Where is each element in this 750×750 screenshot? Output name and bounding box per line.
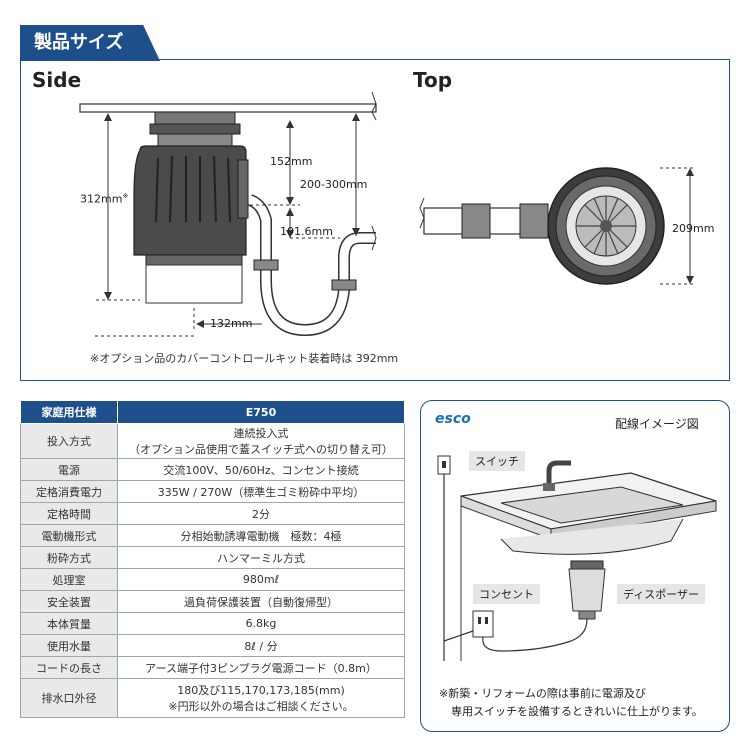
spec-value-line1: 連続投入式 xyxy=(233,427,289,440)
spec-value-line2: （オプション品使用で蓋スイッチ式への切り替え可） xyxy=(129,443,393,456)
spec-value-line1: 180及び115,170,173,185(mm) xyxy=(177,684,345,697)
wiring-illustration xyxy=(437,455,717,661)
section-title: 製品サイズ xyxy=(20,25,160,61)
table-row: 安全装置過負荷保護装置（自動復帰型） xyxy=(20,590,405,613)
spec-key: 安全装置 xyxy=(20,590,118,613)
pipe-nut-2 xyxy=(331,279,357,291)
spec-header-value: E750 xyxy=(117,400,405,424)
spec-value: 連続投入式 （オプション品使用で蓋スイッチ式への切り替え可） xyxy=(117,423,405,459)
spec-key: 定格消費電力 xyxy=(20,480,118,503)
faucet-icon xyxy=(546,460,571,483)
dim-height-value: 312mm xyxy=(80,192,123,206)
spec-key: 使用水量 xyxy=(20,634,118,657)
mount-ring xyxy=(149,123,241,135)
spec-value-line2: ※円形以外の場合はご相談ください。 xyxy=(168,700,354,713)
disposer-label: ディスポーザー xyxy=(617,584,706,604)
top-view-drawing xyxy=(419,167,665,285)
spec-value: アース端子付3ピンプラグ電源コード（0.8m） xyxy=(117,656,405,679)
table-row: 排水口外径 180及び115,170,173,185(mm) ※円形以外の場合はご… xyxy=(20,678,405,718)
dim-200-300: 200-300mm xyxy=(300,178,368,191)
disposer-top xyxy=(570,560,604,570)
spec-value: 980mℓ xyxy=(117,568,405,591)
table-row: 電動機形式分相始動誘導電動機 極数：4極 xyxy=(20,524,405,547)
mount-flange xyxy=(154,111,236,125)
wiring-note-line2: 専用スイッチを設備するときれいに仕上がります。 xyxy=(451,705,703,718)
spec-key: 定格時間 xyxy=(20,502,118,525)
dim-132: 132mm xyxy=(210,317,253,330)
dim-101-6: 101.6mm xyxy=(280,225,333,238)
dimension-arrows xyxy=(104,113,360,328)
spec-value: 8ℓ / 分 xyxy=(117,634,405,657)
power-cord xyxy=(482,618,588,652)
wiring-title: 配線イメージ図 xyxy=(615,417,699,431)
spec-value: 2分 xyxy=(117,502,405,525)
spec-key: 投入方式 xyxy=(20,423,118,459)
disposer-icon xyxy=(568,568,606,612)
body-base xyxy=(145,254,243,266)
table-row: 粉砕方式ハンマーミル方式 xyxy=(20,546,405,569)
side-label: Side xyxy=(32,68,82,92)
table-row: コードの長さアース端子付3ピンプラグ電源コード（0.8m） xyxy=(20,656,405,679)
dimension-note: ※オプション品のカバーコントロールキット装着時は 392mm xyxy=(90,352,399,365)
pipe-nut-1 xyxy=(253,259,279,271)
bottom-cover xyxy=(145,264,243,304)
spec-key: コードの長さ xyxy=(20,656,118,679)
spec-header-key: 家庭用仕様 xyxy=(20,400,118,424)
side-view-drawing xyxy=(79,91,695,337)
spec-key: 電動機形式 xyxy=(20,524,118,547)
outlet-label: コンセント xyxy=(473,584,540,604)
spec-value: 交流100V、50/60Hz、コンセント接続 xyxy=(117,458,405,481)
dim-152: 152mm xyxy=(270,155,313,168)
spec-key: 本体質量 xyxy=(20,612,118,635)
break-mark xyxy=(371,91,377,121)
sink-bowl xyxy=(500,518,684,555)
dim-height: 312mm※ xyxy=(80,192,128,206)
top-label: Top xyxy=(413,68,453,92)
spec-key: 電源 xyxy=(20,458,118,481)
countertop xyxy=(79,103,377,113)
dim-209: 209mm xyxy=(672,222,715,235)
switch-label: スイッチ xyxy=(469,451,525,471)
spec-header-row: 家庭用仕様 E750 xyxy=(20,400,405,424)
dimension-lines xyxy=(95,115,357,337)
spec-value: 180及び115,170,173,185(mm) ※円形以外の場合はご相談ください… xyxy=(117,678,405,718)
dim-height-mark: ※ xyxy=(122,192,129,200)
wiring-note-line1: ※新築・リフォームの際は事前に電源及び xyxy=(439,687,646,700)
top-dimension-arrows xyxy=(686,168,694,284)
spec-value: ハンマーミル方式 xyxy=(117,546,405,569)
top-dimension-line xyxy=(660,167,695,285)
disposer-body xyxy=(133,145,247,256)
spec-value: 6.8kg xyxy=(117,612,405,635)
side-outlet xyxy=(237,159,249,219)
sink-basin xyxy=(500,486,684,524)
spec-key: 処理室 xyxy=(20,568,118,591)
wiring-diagram-box: esco 配線イメージ図 スイッチ コンセント ディスポーザー ※新築・リフォー… xyxy=(420,400,730,732)
mount-collar xyxy=(157,133,233,147)
spec-table: 家庭用仕様 E750 投入方式 連続投入式 （オプション品使用で蓋スイッチ式への切… xyxy=(20,400,405,718)
spec-value: 過負荷保護装置（自動復帰型） xyxy=(117,590,405,613)
table-row: 電源交流100V、50/60Hz、コンセント接続 xyxy=(20,458,405,481)
body-ribs xyxy=(155,155,231,223)
pipe-break-mark xyxy=(371,225,377,251)
drain-pipe-fill xyxy=(248,195,376,335)
outlet-icon xyxy=(472,610,494,638)
spec-value: 分相始動誘導電動機 極数：4極 xyxy=(117,524,405,547)
spec-value: 335W / 270W（標準生ゴミ粉砕中平均） xyxy=(117,480,405,503)
table-row: 投入方式 連続投入式 （オプション品使用で蓋スイッチ式への切り替え可） xyxy=(20,423,405,459)
dimension-panel xyxy=(20,59,730,381)
spec-key: 排水口外径 xyxy=(20,678,118,718)
spec-key: 粉砕方式 xyxy=(20,546,118,569)
esco-logo: esco xyxy=(435,411,471,427)
